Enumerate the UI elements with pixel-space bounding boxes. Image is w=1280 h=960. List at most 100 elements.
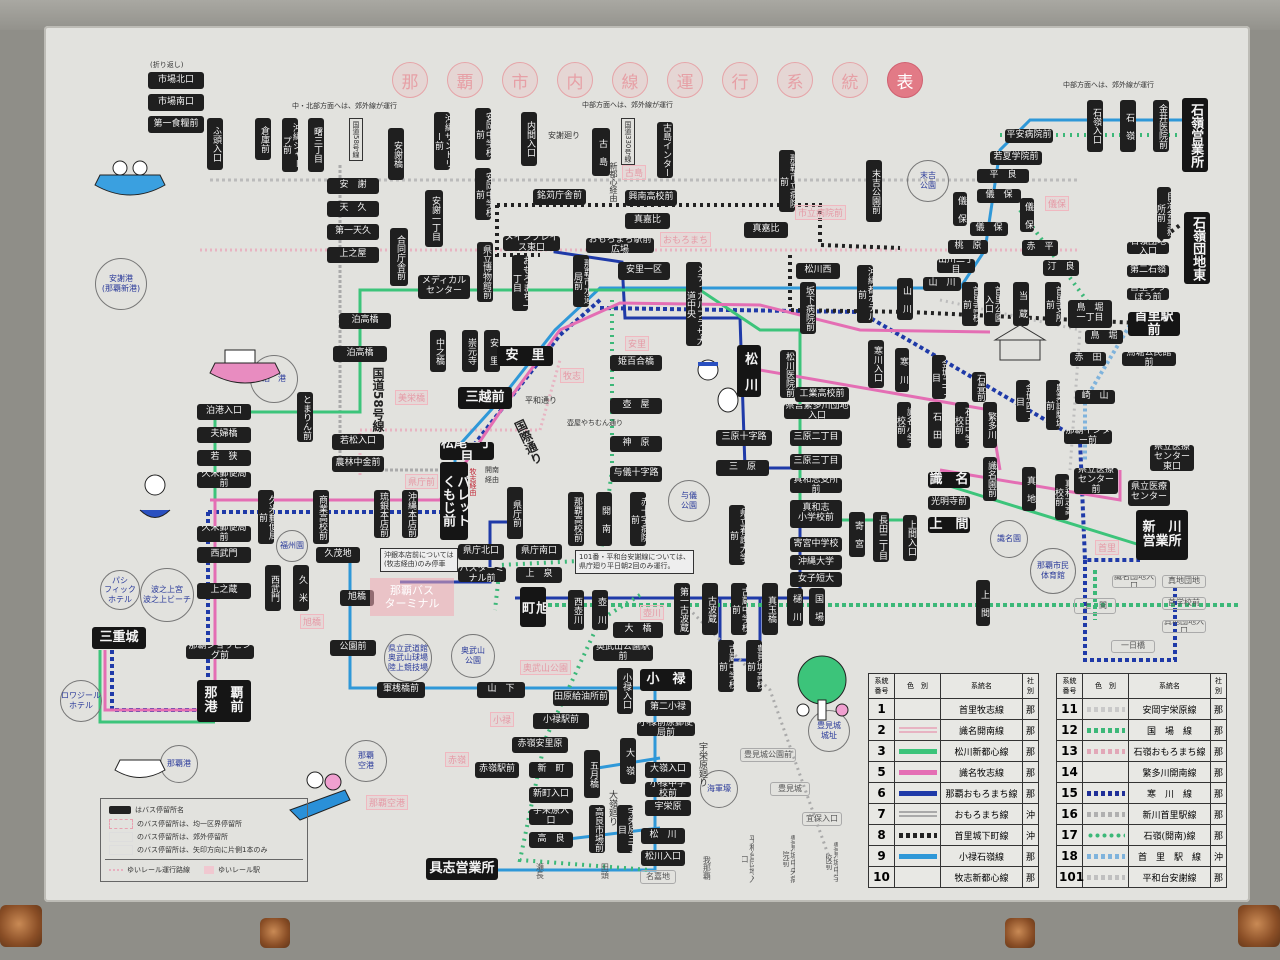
bus-stop: 那覇高校前 bbox=[568, 492, 584, 546]
bus-stop: 合同庁舎前 bbox=[390, 228, 408, 286]
route-name: 石嶺(開南)線 bbox=[1128, 824, 1211, 846]
note-central: 中部方面へは、郊外線が運行 bbox=[582, 101, 673, 109]
route-number: 3 bbox=[868, 740, 895, 762]
route-number: 2 bbox=[868, 719, 895, 741]
route-color bbox=[894, 782, 941, 804]
route-name: 首里牧志線 bbox=[940, 698, 1023, 720]
suburban-bus-stop: 一日橋 bbox=[1111, 640, 1155, 653]
bus-stop: 久 米 bbox=[293, 565, 309, 611]
bus-stop: ふ頭入口 bbox=[207, 118, 223, 170]
bus-stop: 姫百合橋 bbox=[610, 355, 662, 371]
title-seal: 系 bbox=[777, 62, 813, 98]
route-operator: 沖 bbox=[1022, 824, 1039, 846]
bus-stop: 軍桟橋前 bbox=[377, 682, 425, 698]
bus-stop: 樋 川 bbox=[787, 588, 803, 626]
bus-stop: 天 久 bbox=[327, 201, 379, 217]
bus-stop: 松 川 bbox=[737, 345, 761, 397]
bus-stop: 農業試験場前 bbox=[1046, 380, 1060, 430]
yui-rail-station: 美栄橋 bbox=[395, 390, 429, 405]
route-number: 13 bbox=[1056, 740, 1083, 762]
route-color-swatch-icon bbox=[898, 853, 937, 859]
map-legend: はバス停留所名 のバス停留所は、均一区界停留所 のバス停留所は、郊外停留所 のバ… bbox=[100, 798, 308, 882]
bus-stop: 古蔵中学校前 bbox=[731, 583, 747, 635]
bus-stop: 崇元寺 bbox=[462, 330, 478, 372]
bus-stop: 儀 保 bbox=[1020, 198, 1034, 232]
bus-route-line bbox=[438, 301, 991, 501]
bus-stop: 小禄駅前 bbox=[533, 713, 589, 729]
bus-stop: 松尾一丁目 bbox=[440, 442, 494, 460]
bus-stop: 大嶺入口 bbox=[645, 762, 691, 778]
bus-stop: バスターミナル前 bbox=[458, 567, 506, 582]
note-kainan-via: 開南経由 bbox=[485, 466, 499, 484]
landmark-label: 福州園 bbox=[276, 530, 308, 562]
bus-stop: 光明寺前 bbox=[928, 496, 970, 510]
note-aja-loop: 安謝廻り bbox=[548, 131, 580, 140]
bus-stop: 宇栄原三丁目 bbox=[617, 805, 633, 853]
route-number: 7 bbox=[868, 803, 895, 825]
bus-stop: 首里高校前 bbox=[962, 282, 978, 326]
bus-stop: 国 場 bbox=[809, 588, 825, 626]
bus-stop: 県営繁多川団地入口 bbox=[784, 404, 850, 419]
route-color bbox=[894, 719, 941, 741]
route-color-swatch-icon bbox=[898, 769, 937, 775]
route-color-swatch-icon bbox=[1086, 853, 1125, 859]
table-header-row: 系統 番号色 別系統名社別 bbox=[868, 673, 1039, 699]
landmark-label: 那覇市民 体育館 bbox=[1030, 548, 1076, 594]
bus-stop: 県庁前 bbox=[507, 487, 523, 539]
bus-stop: 長田二丁目 bbox=[873, 512, 889, 562]
bus-stop: 上 間 bbox=[928, 517, 970, 533]
bus-stop: 県立医療 センター bbox=[1128, 480, 1170, 506]
legend-suburban: のバス停留所は、郊外停留所 bbox=[137, 833, 228, 841]
landmark-label: パシ フィック ホテル bbox=[100, 570, 140, 610]
bus-stop: 寒 川 bbox=[895, 348, 909, 392]
legend-stop-name: はバス停留所名 bbox=[135, 806, 184, 814]
suburban-bus-stop: 真地団地入口 bbox=[1162, 620, 1206, 633]
route-color bbox=[1082, 866, 1129, 888]
bus-stop: 那覇インター前 bbox=[1064, 430, 1112, 444]
bus-stop: 西壺川 bbox=[568, 590, 584, 630]
bus-stop: 県立医療 センター前 bbox=[1074, 468, 1118, 494]
bus-stop: 西武門 bbox=[265, 565, 281, 611]
bus-stop: 金城二丁目 bbox=[932, 355, 946, 399]
bus-stop: 与儀十字路 bbox=[610, 466, 662, 482]
route-operator: 沖 bbox=[1210, 845, 1227, 867]
bus-stop: 夫婦橋 bbox=[197, 427, 251, 443]
bus-stop: 繁多川 bbox=[983, 402, 997, 448]
bus-stop: 古 島 bbox=[592, 128, 610, 176]
landmark-label: 与儀 公園 bbox=[668, 480, 710, 522]
bus-stop: メディカル センター bbox=[418, 275, 470, 299]
bus-stop: 汀 良 bbox=[1043, 260, 1079, 276]
bus-stop: 琉銀本店前 bbox=[374, 490, 390, 538]
route-color bbox=[894, 803, 941, 825]
route-color-swatch-icon bbox=[1086, 832, 1125, 838]
bus-stop: 沖縄大学 bbox=[790, 555, 842, 570]
route-color-swatch-icon bbox=[1086, 727, 1125, 733]
note-uebaru-loop: 宇栄原廻り bbox=[697, 742, 707, 787]
rail-line-icon bbox=[109, 869, 123, 871]
bus-stop: 旭 町 bbox=[520, 587, 546, 627]
route-color bbox=[1082, 845, 1129, 867]
bus-stop: 真 地 bbox=[1022, 467, 1036, 511]
legend-divider bbox=[105, 859, 303, 860]
landmark-label: 豊見城 城址 bbox=[808, 710, 850, 752]
bus-stop: 安 里 bbox=[484, 330, 500, 372]
bus-stop: 神 原 bbox=[610, 436, 662, 452]
bus-stop: 小禄入口 bbox=[617, 668, 633, 714]
bus-stop: 首里駅前 bbox=[1128, 312, 1180, 336]
yui-rail-station: 牧志 bbox=[560, 368, 585, 383]
route-color bbox=[1082, 782, 1129, 804]
bus-stop: 若 狭 bbox=[197, 450, 251, 466]
route-color bbox=[894, 698, 941, 720]
route-color bbox=[894, 866, 941, 888]
note-turnaround: (折り返し) bbox=[150, 61, 184, 69]
bus-stop: 三原二丁目 bbox=[790, 430, 842, 446]
bus-stop: 久米郵便局前 bbox=[258, 490, 274, 544]
suburban-bus-stop: 我那覇 bbox=[702, 856, 712, 880]
bus-stop: 壺 川 bbox=[592, 590, 608, 630]
suburban-bus-stop: 宜保入口 bbox=[802, 812, 842, 826]
bus-stop: 久茂地 bbox=[316, 547, 360, 563]
